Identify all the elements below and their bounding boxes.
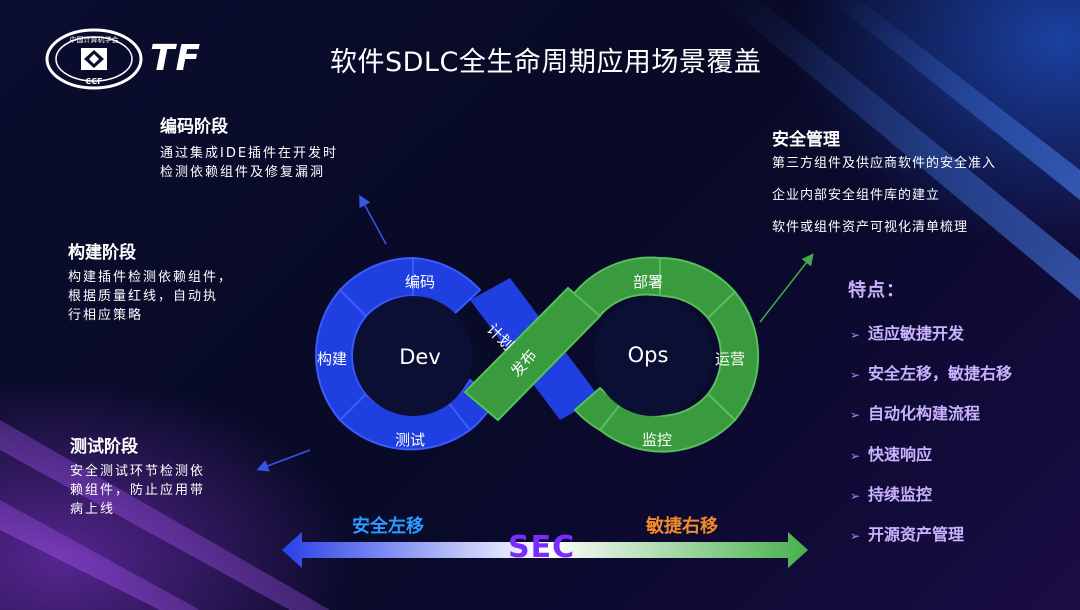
pointer-arrow-security <box>759 253 814 323</box>
logo-abbr: CCF <box>85 77 102 86</box>
build-stage-heading: 构建阶段 <box>68 243 136 263</box>
segment-operate: 运营 <box>715 350 745 368</box>
security-mgmt-item: 企业内部安全组件库的建立 <box>772 188 941 203</box>
security-mgmt-item: 第三方组件及供应商软件的安全准入 <box>772 156 997 171</box>
features-heading: 特点： <box>848 280 905 301</box>
segment-test: 测试 <box>395 431 425 449</box>
ops-label: Ops <box>628 343 669 367</box>
dev-label: Dev <box>399 345 441 369</box>
segment-deploy: 部署 <box>633 273 663 291</box>
feature-item: ➢适应敏捷开发 <box>850 324 965 343</box>
dev-ring <box>315 256 497 451</box>
page-title: 软件SDLC全生命周期应用场景覆盖 <box>330 47 762 78</box>
security-mgmt-item: 软件或组件资产可视化清单梳理 <box>772 220 969 235</box>
build-stage-text: 构建插件检测依赖组件， 根据质量红线，自动执 行相应策略 <box>68 270 234 323</box>
ccf-logo: 中国计算机学会 CCF <box>45 28 143 90</box>
feature-item: ➢持续监控 <box>850 485 933 504</box>
segment-monitor: 监控 <box>642 431 672 449</box>
coding-stage-text: 通过集成IDE插件在开发时 检测依赖组件及修复漏洞 <box>160 146 339 180</box>
shift-right-label: 敏捷右移 <box>646 516 718 537</box>
feature-item: ➢快速响应 <box>850 445 933 464</box>
arrow-bullet-icon: ➢ <box>850 368 861 382</box>
arrow-bullet-icon: ➢ <box>850 328 861 342</box>
arrow-bullet-icon: ➢ <box>850 408 861 422</box>
arrow-bullet-icon: ➢ <box>850 529 861 543</box>
pointer-arrow-test <box>256 449 311 472</box>
shift-double-arrow <box>282 532 808 568</box>
feature-item: ➢安全左移，敏捷右移 <box>850 364 1013 383</box>
arrow-bullet-icon: ➢ <box>850 449 861 463</box>
test-stage-heading: 测试阶段 <box>70 437 138 457</box>
release-band <box>463 286 602 422</box>
dev-hub <box>353 296 473 416</box>
feature-item: ➢自动化构建流程 <box>850 404 981 423</box>
test-stage-text: 安全测试环节检测依 赖组件，防止应用带 病上线 <box>70 464 206 517</box>
logo-text: 中国计算机学会 <box>70 35 119 44</box>
ops-ring <box>570 256 760 453</box>
segment-coding: 编码 <box>405 273 435 291</box>
segment-build: 构建 <box>317 350 347 368</box>
arrow-bullet-icon: ➢ <box>850 489 861 503</box>
sec-label: SEC <box>508 530 576 565</box>
tf-mark: TF <box>150 38 202 79</box>
ops-hub <box>593 296 713 416</box>
shift-left-label: 安全左移 <box>352 516 424 537</box>
security-mgmt-heading: 安全管理 <box>772 130 840 150</box>
pointer-arrow-coding <box>359 194 387 245</box>
feature-item: ➢开源资产管理 <box>850 525 965 544</box>
coding-stage-heading: 编码阶段 <box>160 117 228 137</box>
